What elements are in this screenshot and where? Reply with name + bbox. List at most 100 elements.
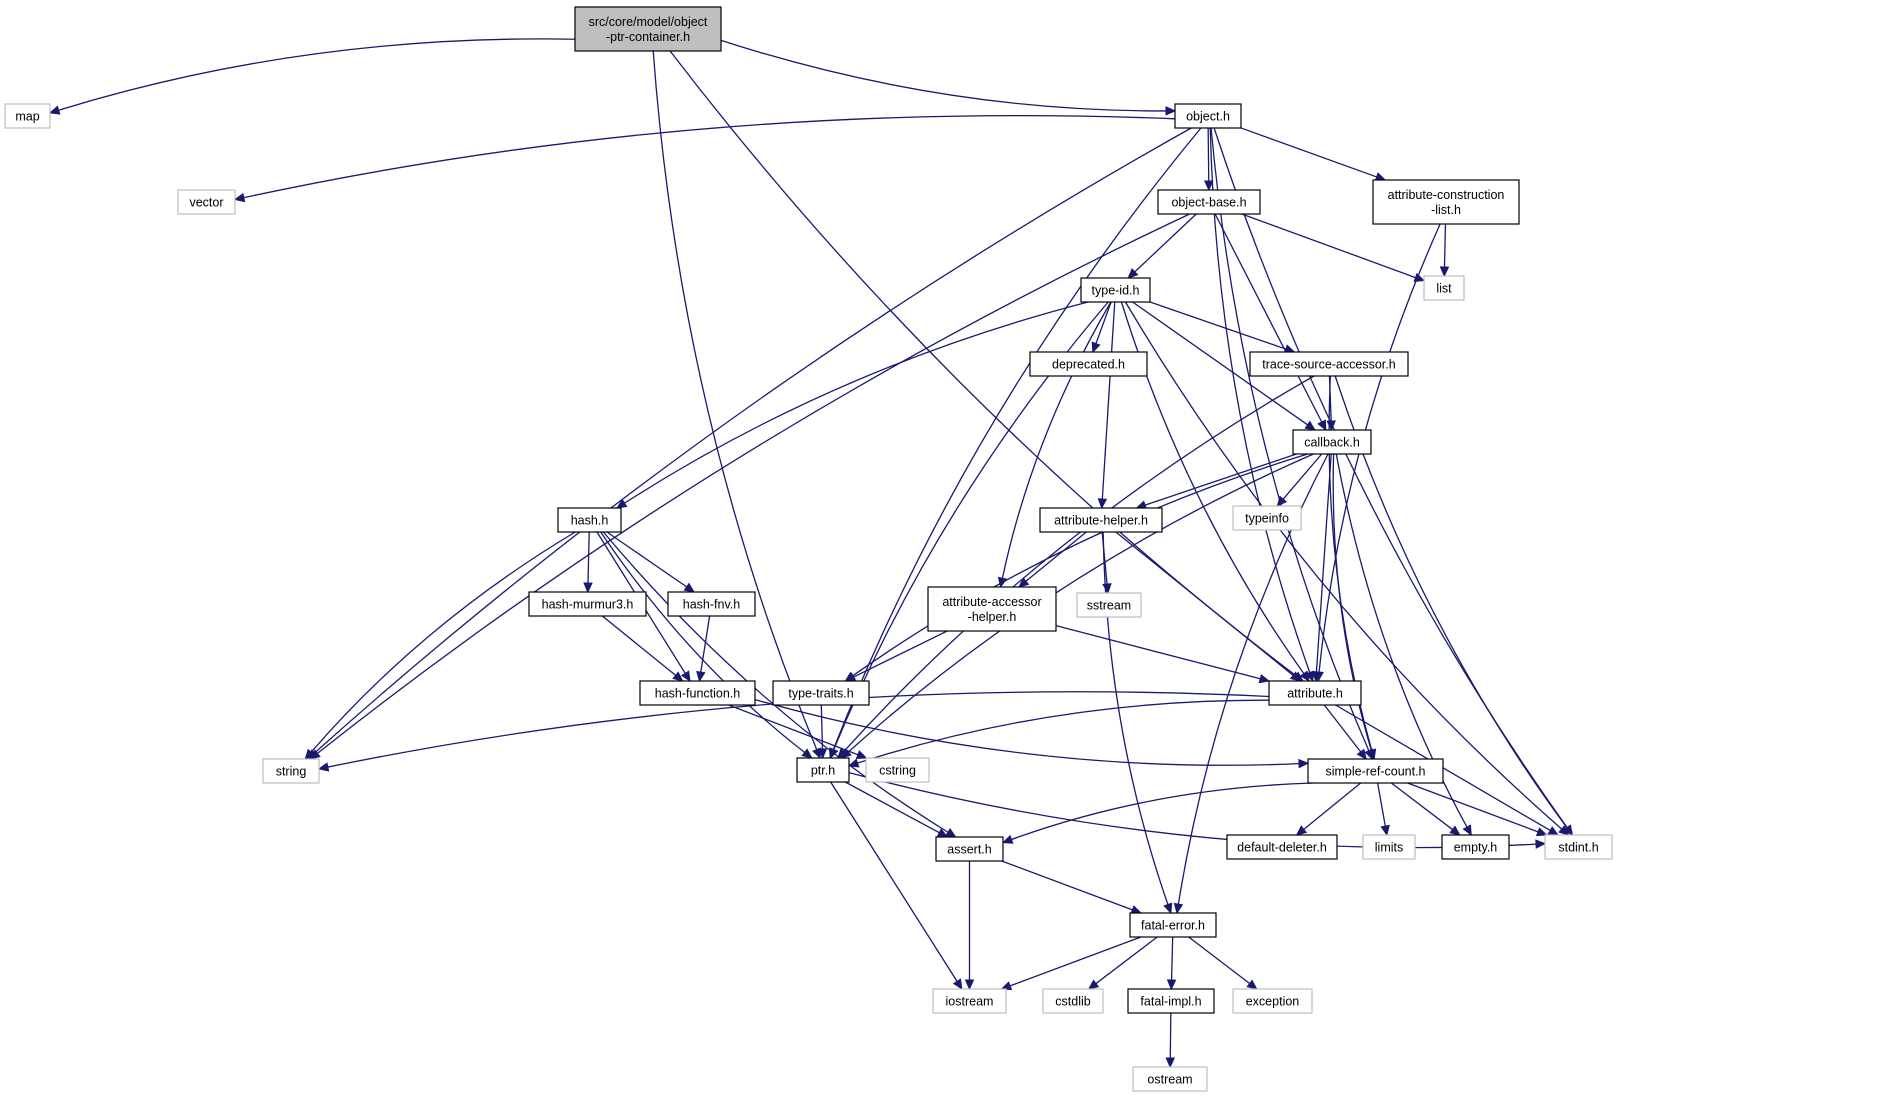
arrow-head [952, 978, 963, 991]
edge-line [314, 127, 1192, 754]
node-attribute[interactable]: attribute.h [1268, 680, 1362, 706]
edge-hash-to-fnv [606, 531, 696, 593]
edge-line [1102, 531, 1169, 905]
arrow-head [1289, 671, 1302, 682]
edge-line [1170, 936, 1174, 981]
arrow-head [1001, 834, 1014, 844]
edge-hash-to-murmur [583, 531, 593, 594]
node-box [574, 6, 722, 52]
node-trace-src[interactable]: trace-source-accessor.h [1249, 351, 1409, 377]
node-callback[interactable]: callback.h [1292, 429, 1372, 455]
node-object[interactable]: object.h [1174, 103, 1242, 129]
node-box [1127, 988, 1215, 1014]
node-hash[interactable]: hash.h [557, 507, 622, 533]
arrow-head [615, 498, 628, 509]
node-box [1129, 912, 1217, 938]
nodes-layer: src/core/model/object-ptr-container.hmap… [4, 6, 1613, 1092]
arrow-head [1366, 748, 1376, 761]
node-box [1042, 988, 1104, 1014]
node-box [865, 757, 930, 783]
arrow-head [1535, 827, 1548, 837]
node-fatal-error[interactable]: fatal-error.h [1129, 912, 1217, 938]
node-default-del[interactable]: default-deleter.h [1226, 834, 1338, 860]
edge-type-id-to-attr-helper [1097, 301, 1116, 510]
edge-attr-helper-to-fatal-error [1102, 531, 1173, 915]
arrow-head [1295, 825, 1308, 836]
node-box [557, 507, 622, 533]
node-object-base[interactable]: object-base.h [1157, 189, 1261, 215]
edge-line [1303, 782, 1362, 830]
node-type-id[interactable]: type-id.h [1080, 277, 1151, 303]
edge-line [848, 772, 1537, 849]
node-vector: vector [177, 189, 236, 215]
edge-line [1443, 223, 1447, 268]
node-sstream: sstream [1076, 592, 1142, 618]
arrow-head [1276, 495, 1288, 507]
node-label: string [276, 765, 307, 779]
node-label: default-deleter.h [1237, 841, 1327, 855]
node-box [1372, 179, 1520, 225]
node-label: -helper.h [968, 610, 1017, 624]
node-box [1307, 758, 1444, 784]
node-fnv[interactable]: hash-fnv.h [667, 591, 756, 617]
node-label: attribute-helper.h [1054, 514, 1148, 528]
arrow-head [840, 748, 852, 759]
arrow-head [1547, 826, 1560, 836]
edge-line [1009, 936, 1142, 987]
node-hash-fn[interactable]: hash-function.h [639, 680, 756, 706]
edge-attribute-to-simple-ref [1323, 704, 1367, 760]
node-fatal-impl[interactable]: fatal-impl.h [1127, 988, 1215, 1014]
edge-attr-acc-to-attribute [1055, 625, 1271, 684]
edge-hash-to-ptr [600, 531, 813, 759]
edge-line [624, 301, 1089, 504]
edge-line [1282, 453, 1323, 500]
edge-line [1188, 936, 1251, 985]
edge-line [1134, 213, 1197, 273]
node-ptr[interactable]: ptr.h [796, 757, 850, 783]
edge-type-id-to-callback [1132, 301, 1316, 431]
node-ostream: ostream [1132, 1066, 1208, 1092]
arrow-head [1102, 583, 1112, 595]
node-label: sstream [1087, 599, 1131, 613]
edge-type-traits-to-ptr [817, 704, 828, 760]
edge-attr-constr-to-list [1439, 223, 1450, 278]
node-exception: exception [1232, 988, 1313, 1014]
edge-line [1132, 301, 1308, 426]
arrow-head [1380, 824, 1390, 837]
node-attr-constr[interactable]: attribute-construction-list.h [1372, 179, 1520, 225]
edge-object-base-to-string [309, 213, 1190, 760]
edge-object-to-ptr [829, 127, 1202, 760]
node-label: limits [1375, 841, 1403, 855]
node-label: type-id.h [1092, 284, 1140, 298]
edge-line [1376, 782, 1386, 827]
arrow-head [1299, 670, 1310, 683]
edge-line [1323, 704, 1362, 753]
edge-object-to-vector [233, 114, 1176, 203]
node-murmur[interactable]: hash-murmur3.h [528, 591, 647, 617]
arrow-head [583, 582, 593, 594]
node-deprecated[interactable]: deprecated.h [1029, 351, 1148, 377]
arrow-head [1449, 825, 1461, 836]
node-label: trace-source-accessor.h [1262, 358, 1395, 372]
node-assert[interactable]: assert.h [935, 836, 1004, 862]
node-root[interactable]: src/core/model/object-ptr-container.h [574, 6, 722, 52]
arrow-head [817, 748, 828, 760]
node-box [1249, 351, 1409, 377]
arrow-head [672, 671, 684, 682]
node-label: attribute.h [1287, 687, 1343, 701]
node-simple-ref[interactable]: simple-ref-count.h [1307, 758, 1444, 784]
node-attr-helper[interactable]: attribute-helper.h [1039, 507, 1163, 533]
node-label: simple-ref-count.h [1325, 765, 1425, 779]
edge-callback-to-typeinfo [1276, 453, 1323, 507]
arrow-head [1317, 419, 1327, 432]
edge-ptr-to-stdint [848, 772, 1547, 849]
node-label: object.h [1186, 110, 1230, 124]
node-type-traits[interactable]: type-traits.h [772, 680, 870, 706]
arrow-head [1439, 266, 1450, 278]
node-empty[interactable]: empty.h [1441, 834, 1510, 860]
node-attr-acc[interactable]: attribute-accessor-helper.h [927, 586, 1057, 632]
edge-line [857, 699, 1270, 764]
node-label: fatal-impl.h [1140, 995, 1201, 1009]
edge-line [1055, 625, 1261, 680]
